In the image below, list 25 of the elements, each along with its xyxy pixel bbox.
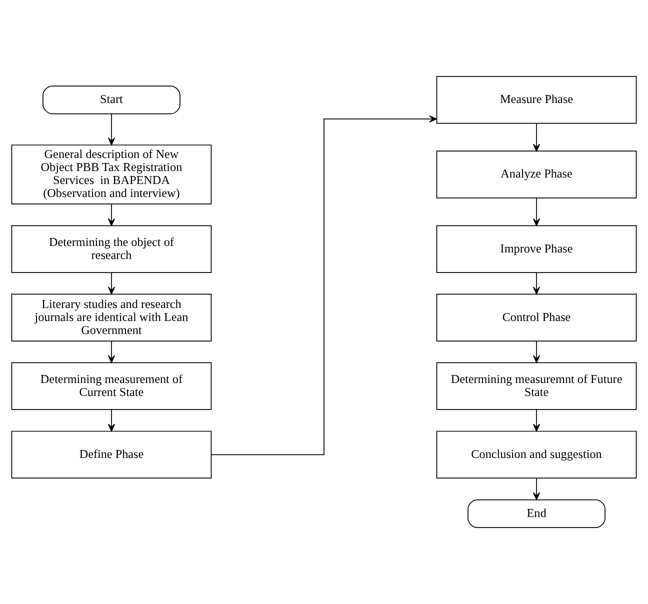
arrow bbox=[108, 204, 116, 226]
node-box: Determining measurement of Current State bbox=[11, 362, 212, 410]
arrow bbox=[532, 123, 540, 152]
arrow bbox=[108, 114, 116, 146]
arrow bbox=[211, 115, 437, 456]
node-box: End bbox=[468, 499, 606, 528]
node-box: Analyze Phase bbox=[436, 150, 637, 198]
arrow bbox=[532, 340, 540, 363]
arrow bbox=[532, 272, 540, 294]
node-box: Determining the object of research bbox=[11, 225, 212, 273]
node-box: Determining measuremnt of Future State bbox=[436, 362, 637, 410]
node-box: Control Phase bbox=[436, 294, 637, 342]
node-box: General description of New Object PBB Tax Registration Services in BAPENDA (Observation and interview) bbox=[11, 144, 212, 204]
arrow bbox=[108, 272, 116, 294]
arrow bbox=[532, 409, 540, 432]
arrow bbox=[108, 409, 116, 432]
arrow bbox=[108, 340, 116, 363]
node-box: Define Phase bbox=[11, 430, 212, 479]
arrow bbox=[532, 478, 540, 500]
node-box: Measure Phase bbox=[436, 76, 637, 124]
node-box: Improve Phase bbox=[436, 225, 637, 273]
node-box: Literary studies and research journals are identical with Lean Government bbox=[11, 294, 212, 342]
node-box: Start bbox=[42, 86, 180, 114]
node-box: Conclusion and suggestion bbox=[436, 430, 637, 479]
arrow bbox=[532, 198, 540, 226]
